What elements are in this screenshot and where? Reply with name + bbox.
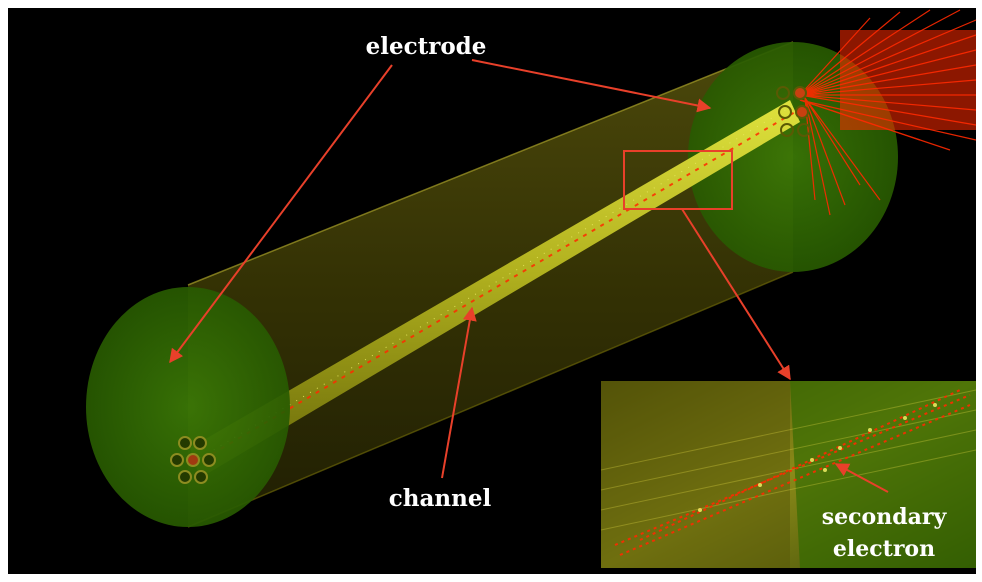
arrow-electrode-right (471, 59, 712, 113)
arrow-zoom (681, 208, 791, 381)
cylinder-edge-bottom (187, 271, 794, 528)
channel-openings-left (170, 436, 216, 484)
inset-view (600, 381, 977, 568)
zoom-box (623, 150, 733, 210)
label-electrode: electrode (366, 33, 487, 60)
pointer-arrows (169, 59, 889, 493)
label-secondary-line2: electron (833, 536, 935, 562)
arrow-electrode-left (169, 64, 393, 364)
particle-cloud (840, 30, 976, 130)
channel-rod (190, 100, 800, 478)
arrow-channel (441, 306, 477, 479)
label-channel: channel (389, 485, 492, 512)
electrode-disc-left (86, 287, 290, 527)
label-secondary-line1: secondary (822, 504, 948, 530)
cylinder-edge-top (187, 41, 794, 286)
secondary-track (199, 105, 793, 459)
arrow-secondary-electron (834, 463, 889, 493)
channel-openings-right (776, 86, 811, 137)
